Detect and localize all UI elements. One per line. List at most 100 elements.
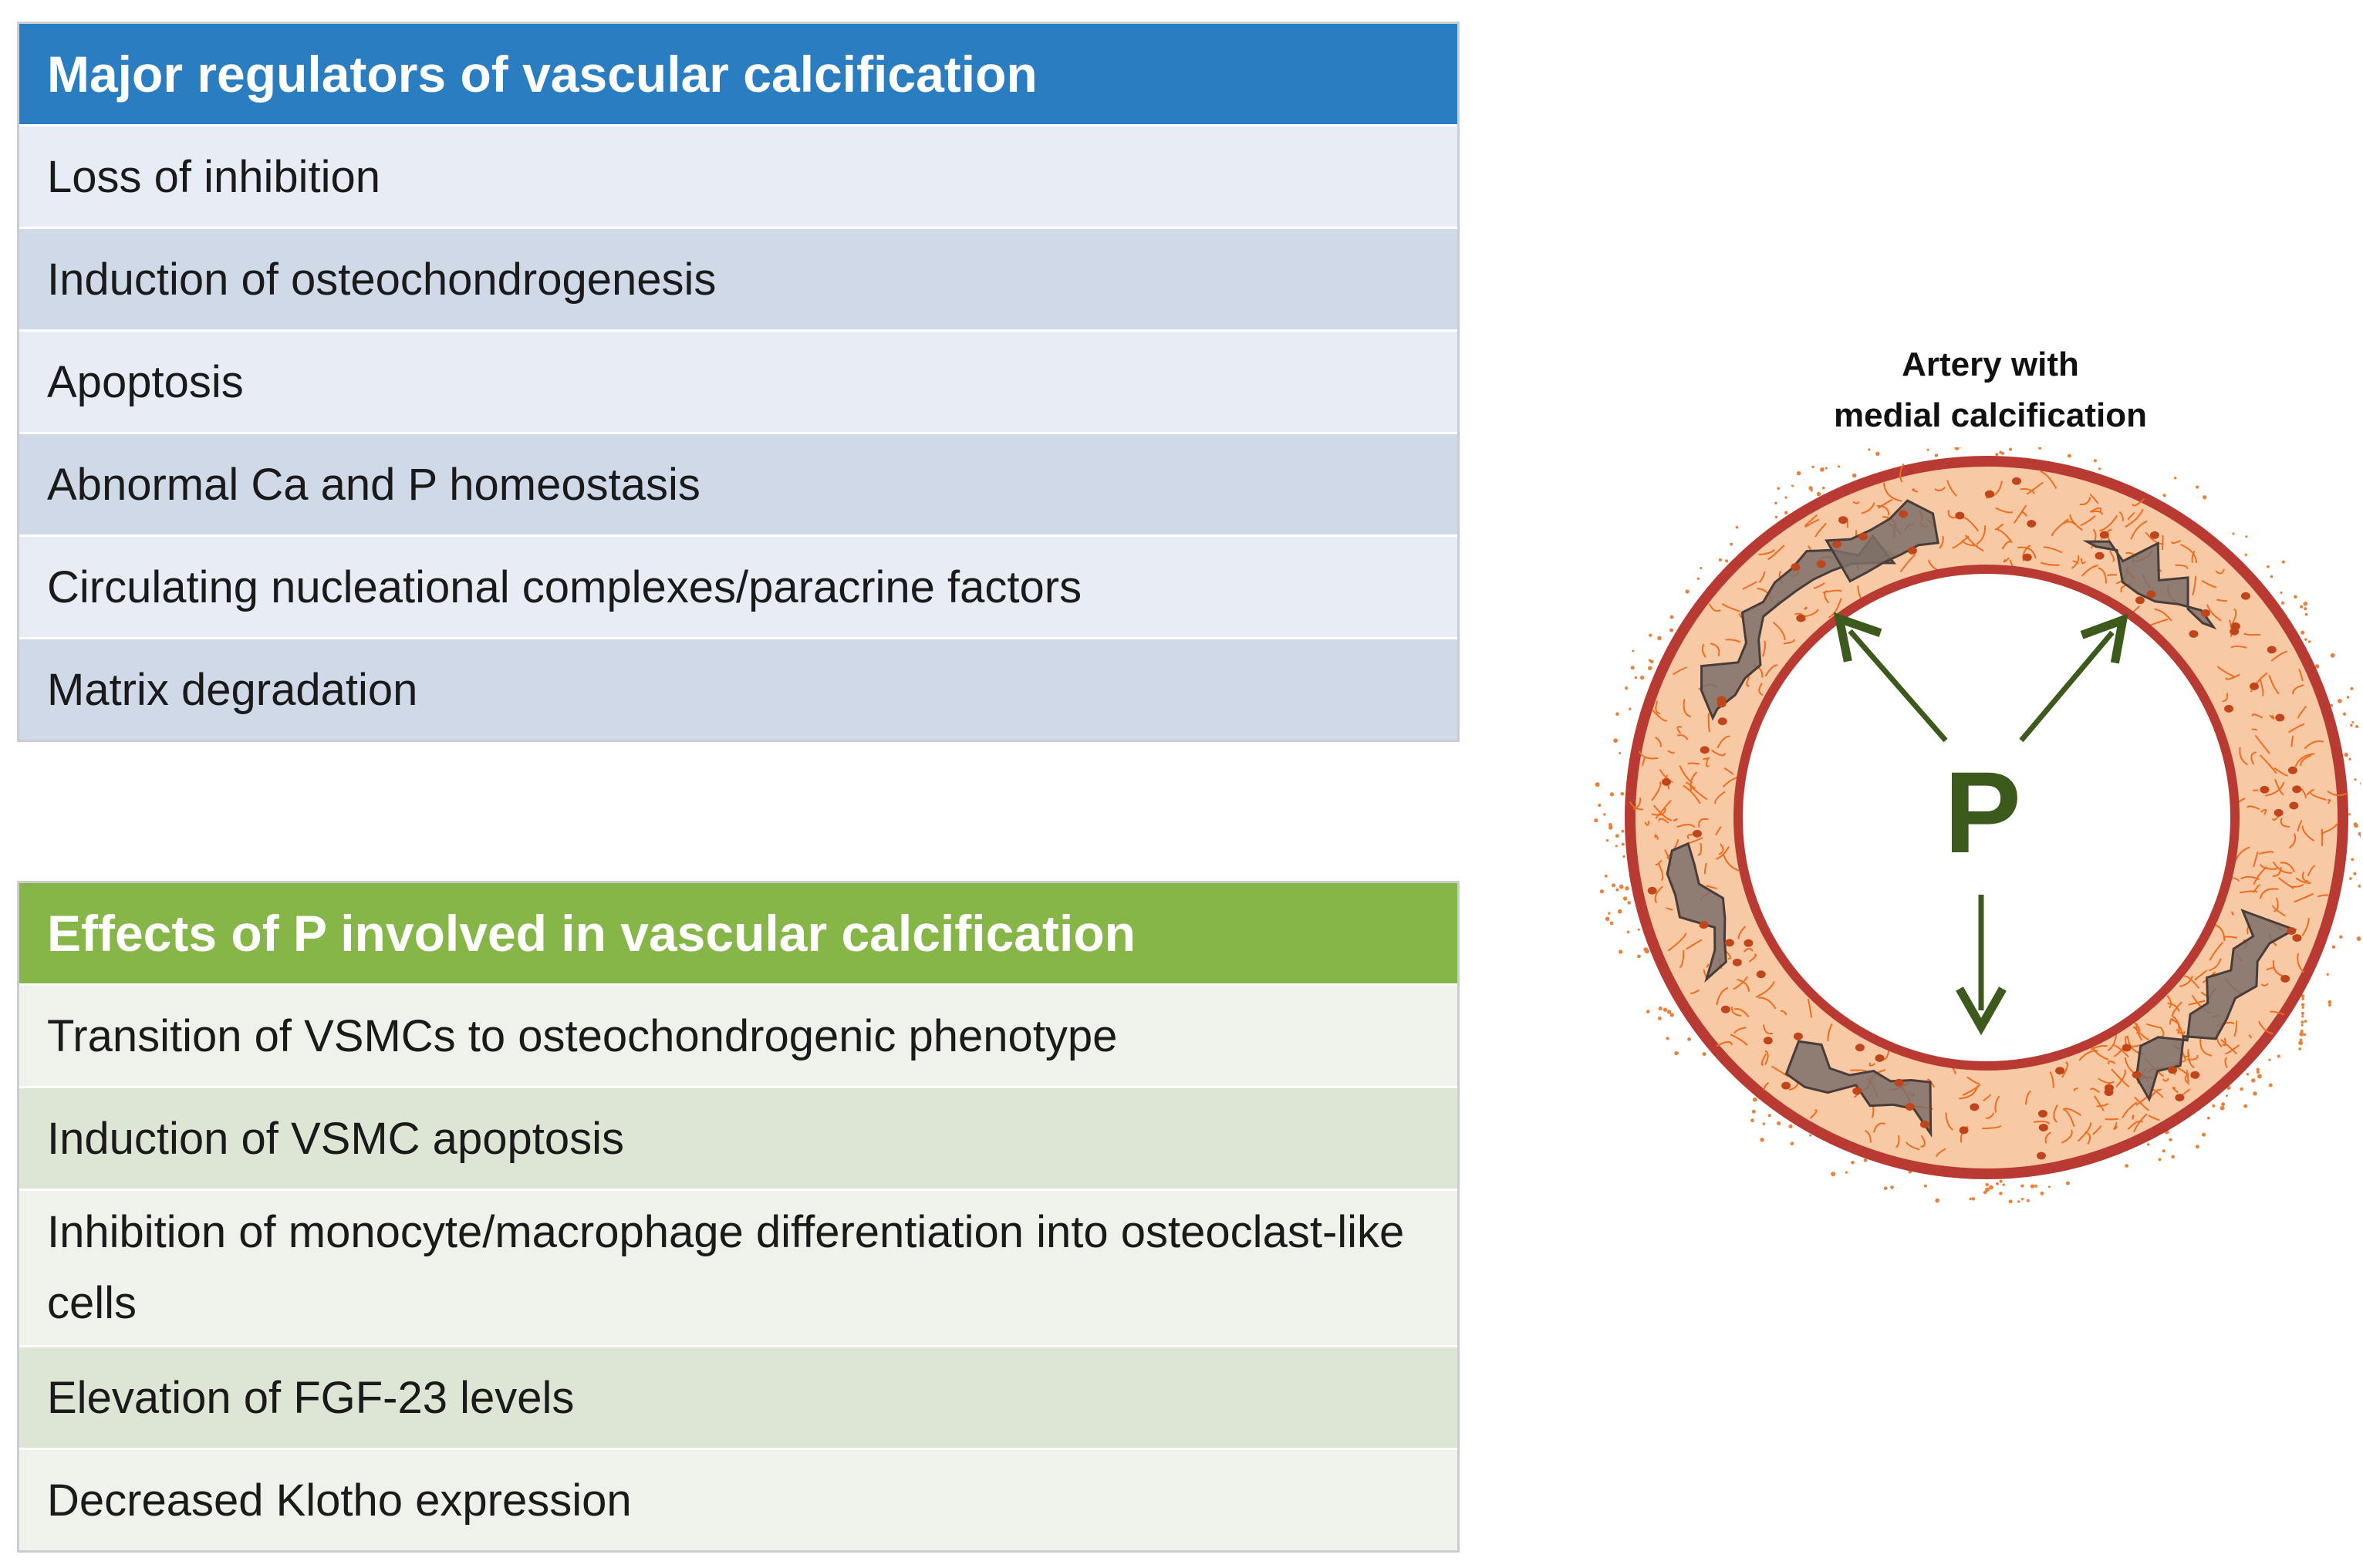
halo-dot [1639,675,1645,680]
cell-nucleus [1756,970,1766,979]
halo-dot [1825,467,1828,470]
halo-dot [2342,712,2347,716]
fiber-strand [1959,1085,1979,1100]
cell-nucleus [2189,629,2199,638]
fiber-strand [2222,1037,2226,1047]
halo-dot [1621,842,1625,846]
cell-nucleus [2168,1066,2178,1074]
fiber-strand [2122,1101,2138,1119]
halo-dot [1613,738,1619,744]
halo-dot [2294,595,2297,599]
cell-nucleus [1959,1126,1969,1135]
fiber-strand [2259,679,2264,697]
cell-nucleus [2287,766,2297,774]
fiber-strand [1716,986,1729,1006]
halo-dot [1685,589,1690,594]
halo-dot [2270,575,2274,578]
fiber-strand [2321,822,2339,835]
halo-dot [1735,525,1739,529]
fiber-strand [2304,740,2324,750]
halo-dot [1954,447,1960,450]
cell-nucleus [1647,886,1657,895]
fiber-strand [1651,781,1662,801]
fiber-strand [1883,482,1902,502]
halo-dot [1969,1197,1972,1201]
cell-nucleus [2037,1109,2047,1118]
halo-dot [2301,1003,2305,1007]
halo-dot [1622,855,1625,858]
halo-dot [1626,930,1630,934]
fiber-strand [2224,1057,2228,1068]
halo-dot [2065,1181,2071,1185]
halo-dot [1776,1121,1781,1125]
fiber-strand [1780,1010,1787,1016]
fiber-strand [1760,1054,1767,1066]
fiber-strand [2206,604,2222,622]
fiber-strand [2053,1104,2058,1123]
fiber-strand [2265,781,2285,797]
fiber-strand [1632,797,1642,811]
halo-dot [2173,476,2177,480]
fiber-strand [2073,1087,2078,1092]
halo-dot [2002,1183,2006,1186]
halo-dot [1851,1160,1855,1165]
halo-dot [2201,1132,2206,1137]
fiber-strand [2098,514,2118,532]
fiber-strand [1707,713,1710,733]
fiber-strand [1986,1112,1995,1119]
fiber-strand [1758,571,1766,583]
halo-dot [2067,454,2071,458]
fiber-strand [2290,883,2304,888]
halo-dot [2359,782,2361,785]
fiber-strand [1641,757,1646,767]
halo-dot [2240,1087,2243,1091]
fiber-strand [2044,1131,2051,1144]
cell-nucleus [2267,646,2277,654]
fiber-strand [2187,1049,2195,1069]
halo-dot [2298,1047,2302,1050]
cell-nucleus [1763,1037,1773,1045]
halo-dot [2268,1083,2273,1087]
fiber-strand [2220,1039,2238,1055]
fiber-strand [2230,645,2247,649]
fiber-strand [1962,1084,1981,1096]
halo-dot [1608,912,1611,915]
halo-dot [2326,973,2329,976]
cell-nucleus [1858,532,1868,541]
halo-dot [1784,511,1788,514]
phosphate-label: P [1944,747,2021,877]
cell-nucleus [2260,785,2270,794]
fiber-strand [2081,565,2099,577]
fiber-strand [2098,567,2108,584]
fiber-strand [1737,926,1747,939]
cell-nucleus [2099,531,2109,539]
cell-nucleus [2280,974,2290,983]
halo-dot [2301,630,2305,635]
fiber-strand [2252,789,2259,791]
fiber-strand [1686,939,1703,950]
halo-dot [2354,778,2357,781]
fiber-strand [2280,862,2295,872]
fiber-strand [1758,996,1777,1010]
halo-dot [1666,1037,1669,1040]
halo-dot [1767,1114,1771,1118]
fiber-strand [2154,608,2172,622]
halo-dot [1594,818,1598,823]
fiber-strand [1877,498,1893,509]
regulators-row: Induction of osteochondrogenesis [19,227,1457,329]
halo-dot [2202,495,2207,500]
halo-dot [2304,638,2307,642]
fiber-strand [2024,1090,2031,1105]
fiber-strand [2297,953,2304,973]
halo-dot [2301,997,2304,1000]
halo-dot [2301,1006,2304,1010]
fiber-strand [2051,518,2069,537]
fiber-strand [2272,866,2282,877]
fiber-strand [2301,872,2309,882]
calcification-plaque [1700,534,1896,721]
fiber-strand [1946,480,1957,497]
fiber-strand [2169,1018,2175,1025]
arrow-upper-left [1833,612,1948,743]
halo-dot [1875,451,1880,457]
halo-dot [1644,949,1649,954]
